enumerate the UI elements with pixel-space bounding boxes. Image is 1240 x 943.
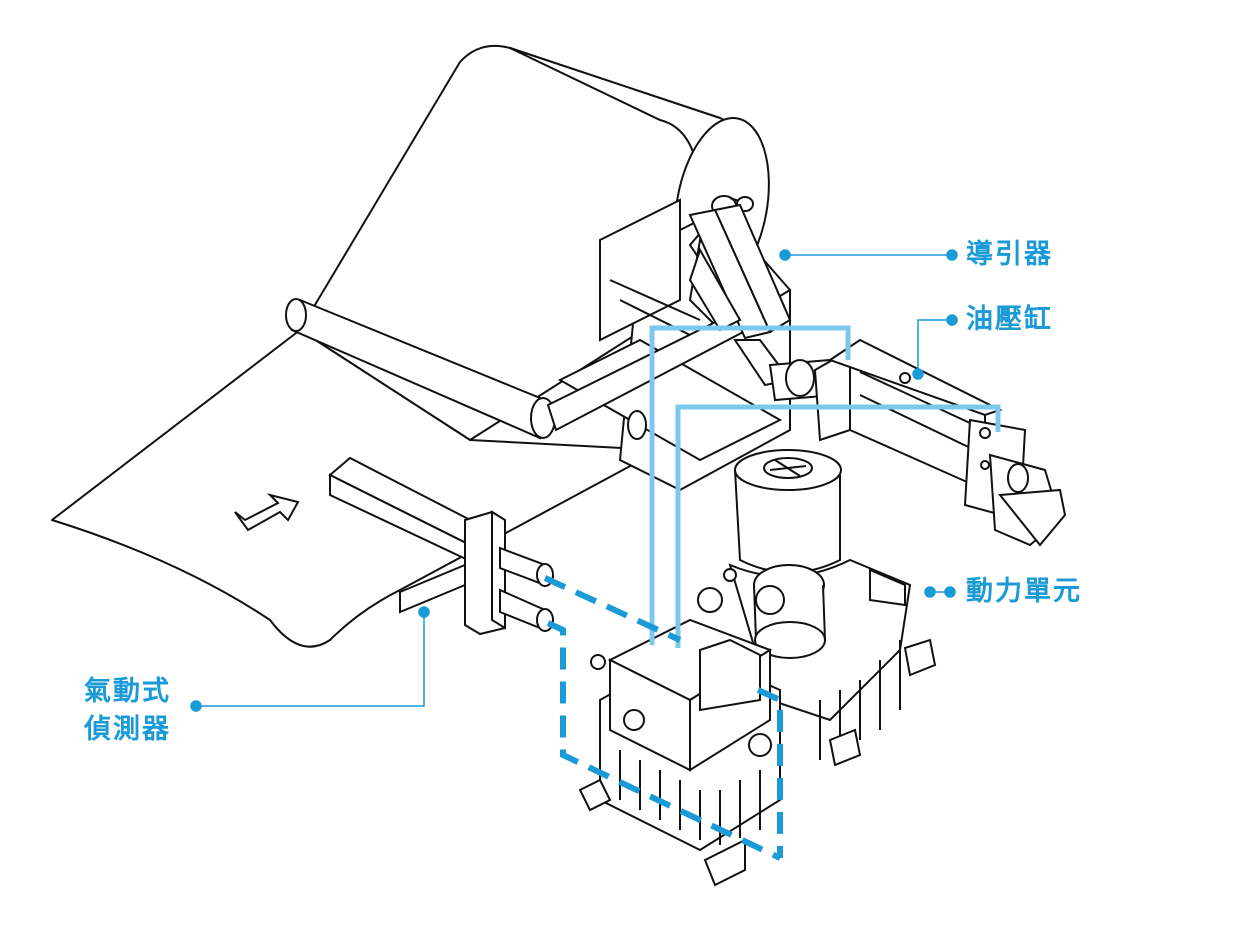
label-sensor-line1: 氣動式	[84, 676, 171, 707]
label-power-unit: 動力單元	[966, 576, 1082, 607]
power-unit	[578, 568, 937, 887]
motor	[728, 449, 912, 722]
label-sensor-line2: 偵測器	[84, 714, 171, 745]
hydraulic-hoses	[649, 325, 1001, 648]
guide-bracket	[688, 203, 792, 340]
air-lines	[543, 575, 783, 861]
direction-arrow-icon	[234, 493, 300, 532]
hydraulic-cylinder	[733, 338, 1067, 547]
leader-lines	[190, 249, 958, 712]
sensor-leader-dot	[418, 606, 430, 618]
label-guide: 導引器	[966, 239, 1053, 270]
power-unit-leader-dot	[924, 586, 936, 598]
pneumatic-sensor	[328, 456, 554, 636]
cylinder-leader-dot	[912, 368, 924, 380]
guide-leader-dot	[779, 249, 791, 261]
label-hydraulic-cylinder: 油壓缸	[966, 304, 1053, 335]
